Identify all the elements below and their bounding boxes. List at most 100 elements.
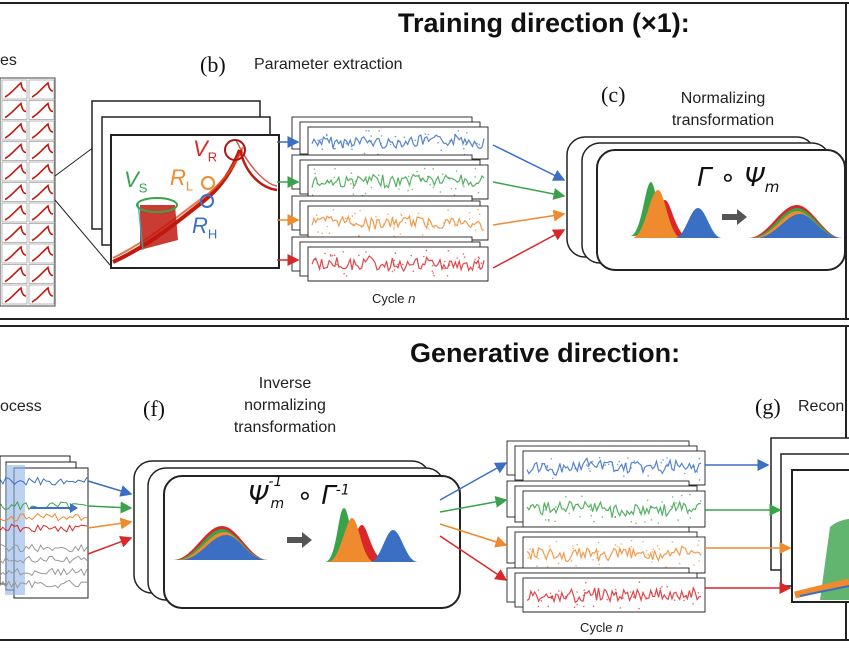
ts-bottom-green-dot [597, 506, 599, 508]
ts-bottom-red-dot [614, 588, 617, 591]
ts-bottom-blue-dot [696, 471, 699, 473]
ts-bottom-green-dot [573, 506, 576, 509]
ts-bottom-orange-dot [693, 564, 695, 566]
ts-bottom-green-dot [593, 520, 595, 523]
ts-bottom-blue-dot [615, 469, 617, 472]
ts-top-orange-dot [317, 231, 319, 233]
ts-top-blue-dot [380, 135, 383, 137]
ts-bottom-red-dot [592, 605, 595, 608]
distribution-shapes-top [630, 182, 842, 238]
ts-top-orange-dot [327, 217, 330, 219]
ts-bottom-green-dot [689, 493, 691, 496]
ts-bottom-blue-dot [698, 457, 701, 460]
panel-b-title: Parameter extraction [254, 56, 403, 73]
ts-top-orange-dot [468, 218, 471, 220]
grid-curve [31, 101, 54, 119]
iv-plot-stack [91, 100, 280, 269]
ts-bottom-orange-dot [630, 546, 633, 548]
ts-top-blue-dot [466, 132, 468, 134]
ts-bottom-blue-dot [552, 477, 554, 480]
panel-f-title-line3: transformation [233, 419, 337, 436]
ts-bottom-orange-dot [698, 540, 700, 542]
ts-bottom-red-dot [606, 598, 609, 601]
ts-bottom-orange-dot [549, 545, 551, 548]
ts-bottom-blue-dot [611, 461, 613, 463]
grid-curve [4, 163, 27, 180]
ts-bottom-green-dot [590, 514, 593, 517]
ts-bottom-green-dot [565, 495, 567, 498]
ts-bottom-blue-series [526, 456, 702, 477]
grid-curve [4, 245, 27, 262]
ts-bottom-green-dot [581, 495, 583, 498]
ts-top-red-dot [343, 272, 345, 275]
ts-bottom-orange-dot [656, 545, 659, 547]
ts-top-orange-dot [321, 232, 324, 235]
grid-curve [31, 245, 54, 262]
ts-bottom-orange-dot [572, 545, 574, 547]
ts-bottom-green-dot [677, 519, 679, 521]
ts-bottom-orange-dot [598, 563, 601, 566]
ts-top-orange-dot [361, 225, 363, 227]
ts-bottom-green-dot [555, 506, 557, 508]
ts-top-blue-dot [378, 130, 380, 132]
ts-top-blue-dot [368, 130, 370, 132]
ts-top-red-dot [402, 263, 404, 266]
ts-top-green-dot [327, 181, 329, 183]
ts-top-orange-dot [468, 211, 471, 214]
ts-bottom-orange-series [526, 545, 702, 563]
ts-top-red-dot [365, 251, 367, 253]
ts-top-blue-dot [437, 142, 439, 144]
ts-top-green-dot [429, 183, 431, 186]
ts-bottom-orange-dot [555, 540, 558, 543]
ts-top-green-dot [352, 187, 355, 189]
ts-bottom-blue-dot [625, 462, 627, 465]
ts-bottom-green-series [526, 499, 702, 518]
flow-arrows [87, 136, 792, 594]
grid-curve [31, 163, 54, 180]
ts-top-green-series [311, 173, 485, 189]
ts-bottom-red-dot [615, 592, 618, 594]
ts-bottom-orange-dot [597, 550, 600, 553]
ts-top-green-dot [418, 174, 420, 176]
ts-top-blue-dot [365, 130, 368, 132]
ts-bottom-red-dot [583, 605, 585, 608]
ts-top-orange-dot [433, 226, 436, 229]
ts-top-red-dot [358, 254, 360, 257]
ts-bottom-blue-dot [684, 472, 686, 475]
ts-bottom-orange-dot [557, 562, 560, 565]
ts-top-orange-dot [382, 223, 385, 225]
ts-bottom-blue-dot [587, 465, 589, 468]
ts-top-blue-dot [454, 134, 456, 136]
ts-top-blue-dot [333, 148, 335, 150]
ts-top-red-dot [324, 252, 326, 255]
ts-bottom-orange-dot [588, 550, 591, 553]
ts-top-red-dot [448, 264, 451, 267]
ts-top-blue-dot [457, 130, 460, 132]
gp-arrow-head-icon [70, 503, 78, 513]
gp-path [0, 567, 88, 577]
ts-top-orange-dot [447, 209, 450, 211]
ts-top-red-dot [329, 255, 332, 257]
ts-bottom-red-dot [651, 592, 653, 594]
ts-bottom-orange-dot [630, 539, 633, 542]
ts-top-green-dot [407, 189, 409, 192]
panel-f-title-line1: Inverse [258, 375, 312, 392]
ts-top-orange-dot [443, 222, 445, 224]
normalizing-card-stack [566, 136, 846, 271]
ts-bottom-orange-dot [620, 543, 622, 545]
ts-top-green-dot [316, 182, 318, 185]
ts-top-red-dot [444, 260, 446, 263]
ts-top-green-dot [448, 176, 450, 179]
panel-c-letter: (c) [601, 82, 626, 107]
ts-bottom-blue-dot [591, 460, 594, 463]
ts-top-red-dot [336, 263, 338, 266]
grid-curve [4, 265, 27, 283]
ts-bottom-blue-dot [627, 457, 629, 459]
gp-path [0, 476, 88, 486]
ts-top-blue-dot [345, 142, 348, 145]
ts-top-red-dot [410, 254, 413, 257]
ts-top-red-dot [329, 253, 332, 256]
ts-top-red-dot [433, 274, 435, 277]
ts-top-red-dot [393, 269, 396, 271]
